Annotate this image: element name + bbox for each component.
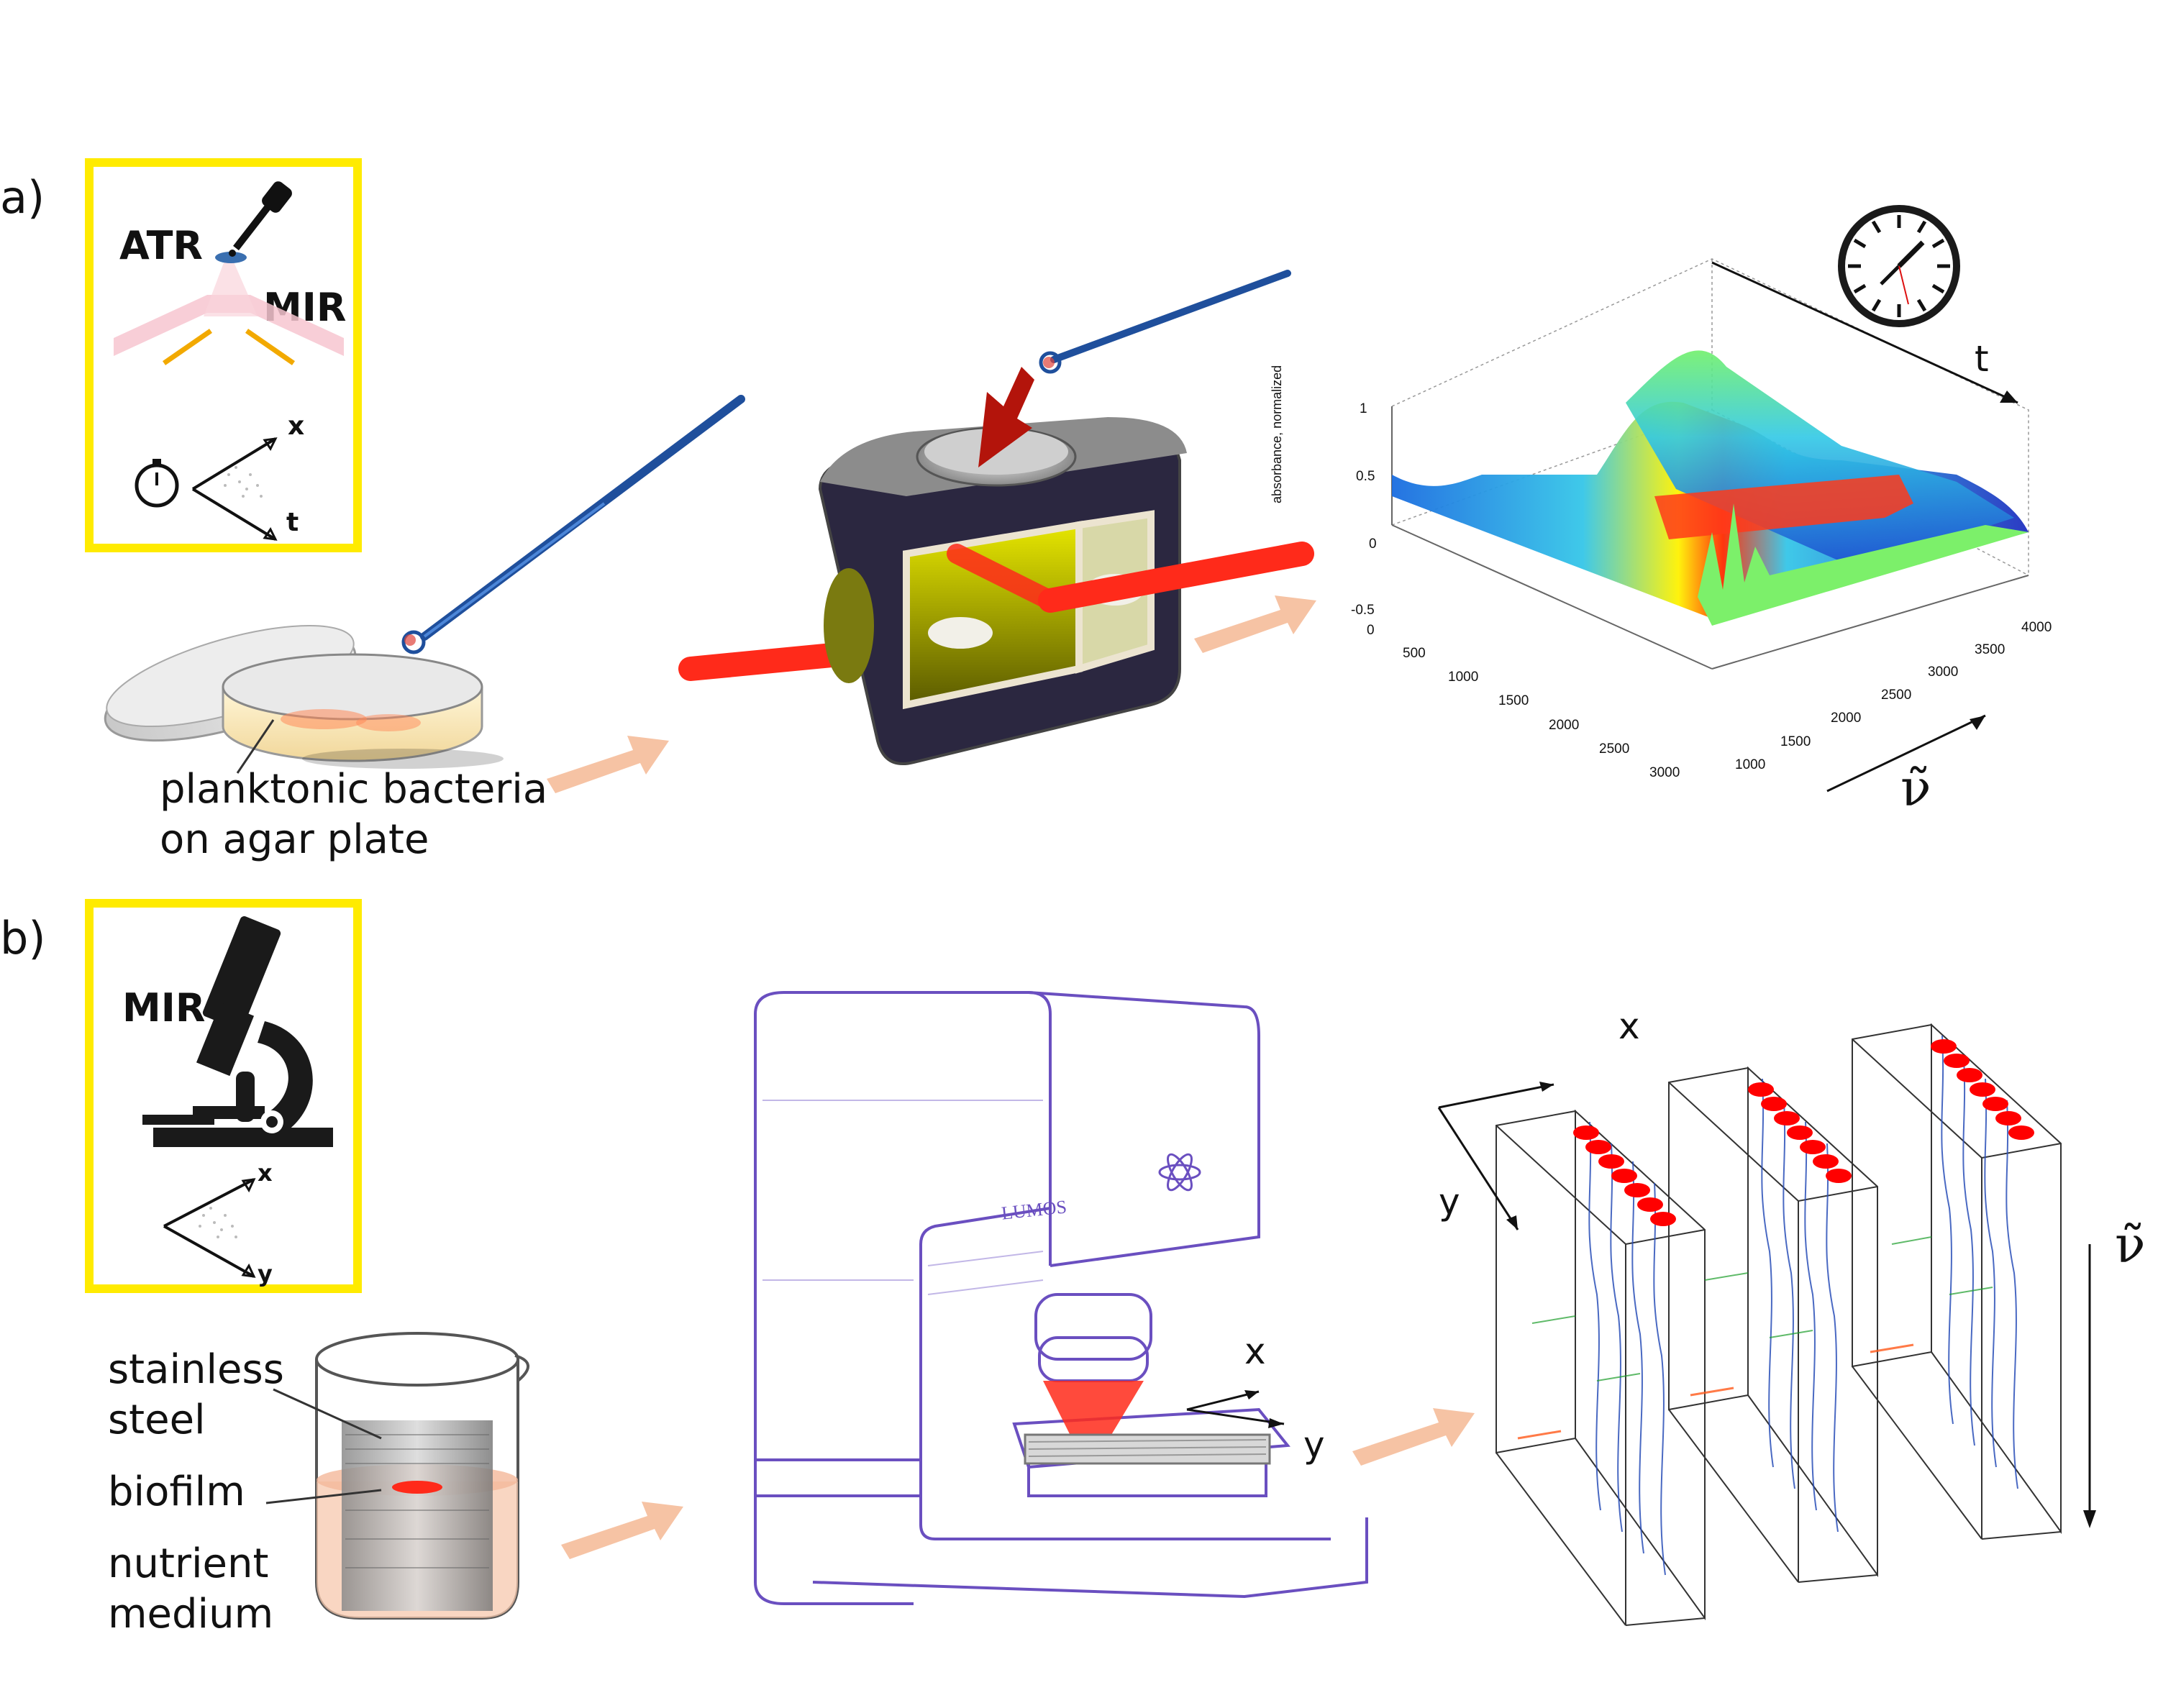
flow-arrow-4 xyxy=(1352,1408,1475,1466)
flow-arrow-1 xyxy=(547,736,669,793)
plot-ylabel: absorbance, normalized xyxy=(1270,365,1284,503)
time-tick-2500: 2500 xyxy=(1599,741,1630,757)
wn-tick-2000: 2000 xyxy=(1831,711,1862,726)
mir-label-b: MIR xyxy=(122,985,206,1031)
time-tick-0: 0 xyxy=(1367,623,1375,638)
microscopy-method-icon-box: MIR x y xyxy=(85,899,362,1293)
wn-tick-4000: 4000 xyxy=(2021,620,2052,635)
wn-tick-1500: 1500 xyxy=(1780,734,1811,749)
z-tick-neg0.5: -0.5 xyxy=(1351,603,1375,618)
caption-agar-plate: on agar plate xyxy=(160,816,429,863)
wn-tick-1000: 1000 xyxy=(1735,757,1766,772)
axis-t-label: t xyxy=(1975,338,1989,380)
atr-label: ATR xyxy=(119,223,204,268)
stopwatch-icon xyxy=(135,459,179,508)
hyperspectral-map-cubes xyxy=(1437,1023,2096,1626)
stage-y-label: y xyxy=(1303,1424,1325,1466)
map-x-label: x xyxy=(1618,1005,1640,1047)
stage-x-label: x xyxy=(1244,1330,1266,1372)
map-y-label: y xyxy=(1439,1181,1460,1223)
z-tick-1: 1 xyxy=(1360,401,1367,416)
dropper-icon xyxy=(229,181,292,257)
atr-cell-illustration xyxy=(678,270,1314,765)
panel-a-label: a) xyxy=(0,171,45,224)
time-tick-500: 500 xyxy=(1403,646,1426,661)
inoculation-loop-icon xyxy=(401,395,745,654)
x-axis-label-b: x xyxy=(258,1159,273,1187)
label-medium: medium xyxy=(108,1591,274,1638)
map-nu-label: ν̃ xyxy=(2115,1215,2146,1274)
z-tick-0.5: 0.5 xyxy=(1356,469,1375,484)
flow-arrow-2 xyxy=(1194,595,1316,653)
time-tick-2000: 2000 xyxy=(1549,718,1580,733)
label-biofilm: biofilm xyxy=(108,1469,245,1515)
ftir-microscope-illustration xyxy=(754,991,1368,1605)
y-axis-label-b: y xyxy=(258,1260,273,1287)
atr-method-icon-box: ATR MIR x t xyxy=(85,158,362,552)
label-steel: steel xyxy=(108,1397,206,1443)
time-tick-1000: 1000 xyxy=(1448,670,1479,685)
panel-b-label: b) xyxy=(0,912,46,964)
wn-tick-3000: 3000 xyxy=(1928,665,1959,680)
microscope-icon xyxy=(142,916,333,1278)
time-resolved-spectra-plot xyxy=(1391,258,2029,793)
beaker-illustration xyxy=(265,1332,529,1620)
axis-nu-label-a: ν̃ xyxy=(1900,759,1931,818)
wn-tick-3500: 3500 xyxy=(1975,642,2006,657)
label-nutrient: nutrient xyxy=(108,1540,269,1587)
agar-plate-illustration xyxy=(104,395,745,774)
t-axis-label-a: t xyxy=(286,508,299,537)
z-tick-0: 0 xyxy=(1369,536,1377,552)
time-tick-1500: 1500 xyxy=(1498,693,1529,708)
label-stainless: stainless xyxy=(108,1346,284,1393)
caption-planktonic: planktonic bacteria xyxy=(160,766,548,813)
brand-logo-icon xyxy=(1158,1153,1201,1192)
flow-arrow-3 xyxy=(561,1502,683,1559)
time-tick-3000: 3000 xyxy=(1649,765,1680,780)
x-axis-label-a: x xyxy=(288,411,305,441)
atr-crystal-icon xyxy=(114,181,344,541)
wn-tick-2500: 2500 xyxy=(1881,688,1912,703)
clock-icon xyxy=(1838,205,1960,327)
